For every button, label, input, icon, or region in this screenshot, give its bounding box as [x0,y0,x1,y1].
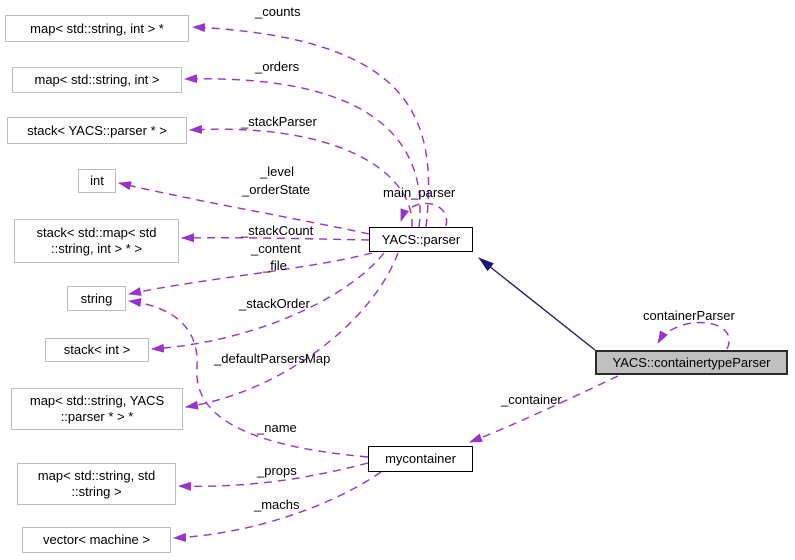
class-node-label: stack< int > [63,342,131,357]
edge-container-parser-loop [657,321,730,350]
class-node-label: string [80,290,113,306]
class-node-map-string-int[interactable]: map< std::string, int > [12,67,182,93]
edge-main-parser-loop [400,202,448,227]
edge-label-machs: _machs [254,497,300,512]
edge-label-stackorder: _stackOrder [239,296,310,311]
edge-label-container: _container [501,392,562,407]
class-node-label: int [90,173,104,188]
edge-label-stackcount: _stackCount [241,223,314,238]
class-node-yacs-containertypeparser: YACS::containertypeParser [595,350,788,375]
edge-inheritance [478,257,596,351]
edge-label-orderstate: _orderState [242,182,310,197]
class-node-label: ::string > [71,484,122,499]
edge-orders [184,74,421,228]
class-node-yacs-parser[interactable]: YACS::parser [369,227,473,252]
class-node-vector-machine[interactable]: vector< machine > [22,527,171,553]
class-node-label: map< std::string, YACS [29,393,165,408]
class-node-label: YACS::containertypeParser [612,354,771,370]
edge-content-file [128,252,373,296]
class-node-stack-yacs-parser-ptr[interactable]: stack< YACS::parser * > [7,117,187,144]
class-node-label: ::string, int > * > [50,241,143,256]
class-node-mycontainer[interactable]: mycontainer [368,446,473,472]
edge-stack-order [151,252,385,353]
class-node-label: map< std::string, int > [34,72,160,87]
class-node-map-string-yacs-parser[interactable]: map< std::string, YACS::parser * > * [11,388,183,430]
edge-machs [173,471,382,542]
edge-label-file: _file [263,258,287,273]
class-node-label: map< std::string, int > * [30,20,164,36]
edge-level-order-state [118,181,370,235]
edge-stack-count [181,233,370,243]
edge-default-parsers-map [185,252,399,410]
class-node-label: stack< std::map< std [36,225,157,240]
class-node-map-string-std-string[interactable]: map< std::string, std::string > [17,463,176,505]
edge-label-level: _level [260,164,294,179]
edge-label-counts: _counts [255,4,301,19]
edge-name [128,298,369,458]
class-node-int[interactable]: int [78,169,116,193]
class-node-string[interactable]: string [67,286,126,311]
edge-label-defaultparsersmap: _defaultParsersMap [214,351,331,366]
edge-label-props: _props [257,463,297,478]
edge-label-containerparser: containerParser [643,308,735,323]
class-node-label: ::parser * > * [60,409,134,424]
class-node-label: mycontainer [385,451,456,466]
class-node-label: vector< machine > [43,532,150,547]
edge-label-orders: _orders [255,59,300,74]
edge-container [469,375,619,443]
class-node-label: YACS::parser [381,231,461,247]
class-node-label: stack< YACS::parser * > [27,122,167,138]
edge-stack-parser [189,124,413,228]
class-node-stack-int[interactable]: stack< int > [45,338,149,362]
edge-counts [192,23,430,228]
class-node-stack-std-map[interactable]: stack< std::map< std::string, int > * > [14,219,179,263]
edge-props [178,462,369,491]
class-node-label: map< std::string, std [37,468,156,483]
class-node-map-string-int-ptr[interactable]: map< std::string, int > * [5,15,189,42]
edge-label-content: _content [251,241,301,256]
edge-label-main_parser: main_parser [383,185,456,200]
edge-label-stackparser: _stackParser [241,114,317,129]
edge-label-name: _name [257,420,297,435]
